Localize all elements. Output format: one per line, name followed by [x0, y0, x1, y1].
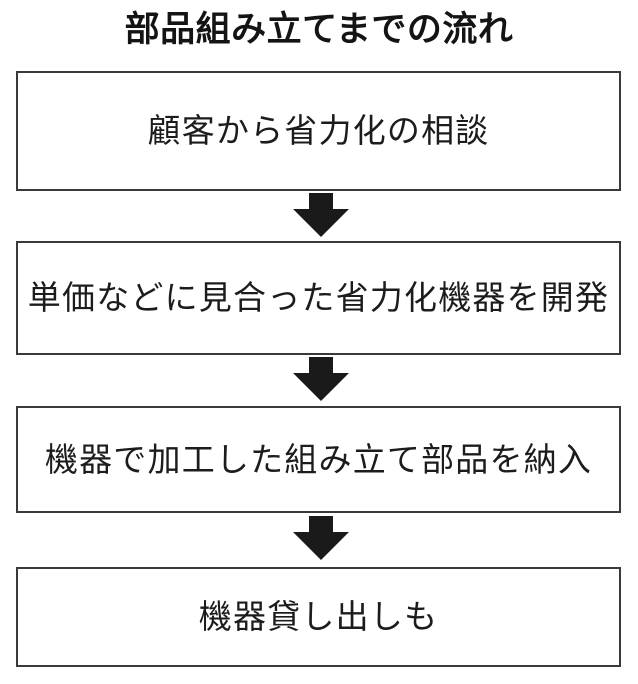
arrow-down-icon — [293, 516, 349, 560]
arrow-down-icon — [293, 193, 349, 237]
flow-step-box-2: 単価などに見合った省力化機器を開発 — [16, 241, 621, 355]
flow-step-box-4: 機器貸し出しも — [16, 567, 621, 667]
flow-step-label-1: 顧客から省力化の相談 — [147, 112, 490, 149]
diagram-title: 部品組み立てまでの流れ — [124, 10, 514, 49]
flow-step-label-2: 単価などに見合った省力化機器を開発 — [27, 279, 610, 316]
arrow-down-icon — [293, 357, 349, 401]
flow-step-box-1: 顧客から省力化の相談 — [16, 71, 621, 191]
flow-step-label-4: 機器貸し出しも — [198, 598, 439, 635]
flow-step-box-3: 機器で加工した組み立て部品を納入 — [16, 406, 621, 513]
flow-step-label-3: 機器で加工した組み立て部品を納入 — [44, 440, 593, 478]
